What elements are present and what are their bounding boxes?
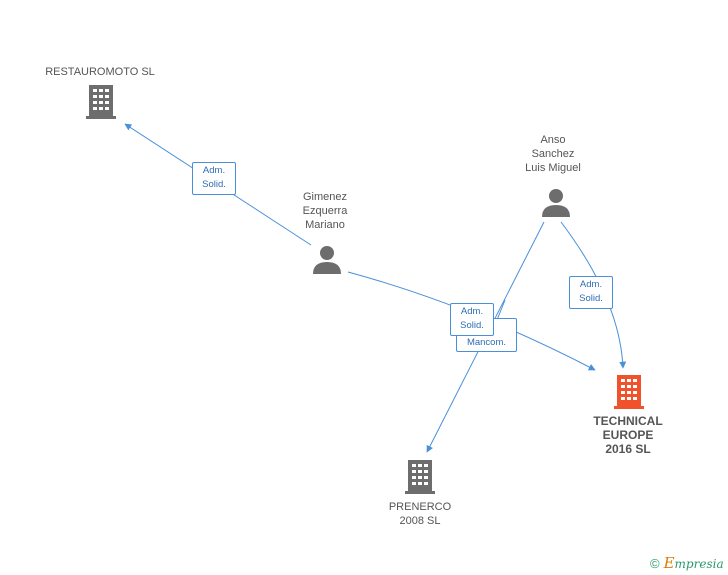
brand-logo: Empresia xyxy=(664,554,724,572)
node-technical[interactable] xyxy=(614,375,644,414)
node-restauromoto[interactable] xyxy=(86,85,116,124)
brand-name: mpresia xyxy=(674,557,724,571)
node-label-restauromoto: RESTAUROMOTO SL xyxy=(45,66,155,78)
building-icon xyxy=(405,460,435,494)
person-icon xyxy=(542,189,570,217)
building-icon xyxy=(614,375,644,409)
role-badge-anso-technical[interactable]: Adm. Solid. xyxy=(569,276,613,309)
role-badge-gimenez-technical[interactable]: Adm. Solid. xyxy=(450,303,494,336)
building-icon xyxy=(86,85,116,119)
node-label-gimenez: Gimenez Ezquerra Mariano xyxy=(302,191,348,231)
brand-footer[interactable]: © Empresia xyxy=(650,554,724,572)
person-icon xyxy=(313,246,341,274)
node-label-prenerco: PRENERCO 2008 SL xyxy=(388,501,452,527)
copyright-symbol: © xyxy=(650,555,660,571)
node-anso[interactable] xyxy=(541,187,571,222)
node-label-anso: Anso Sanchez Luis Miguel xyxy=(525,134,581,174)
brand-initial: E xyxy=(663,554,675,572)
node-gimenez[interactable] xyxy=(312,244,342,279)
role-badge-gimenez-restauromoto[interactable]: Adm. Solid. xyxy=(192,162,236,195)
node-prenerco[interactable] xyxy=(405,460,435,499)
node-label-technical: TECHNICAL EUROPE 2016 SL xyxy=(593,414,663,456)
